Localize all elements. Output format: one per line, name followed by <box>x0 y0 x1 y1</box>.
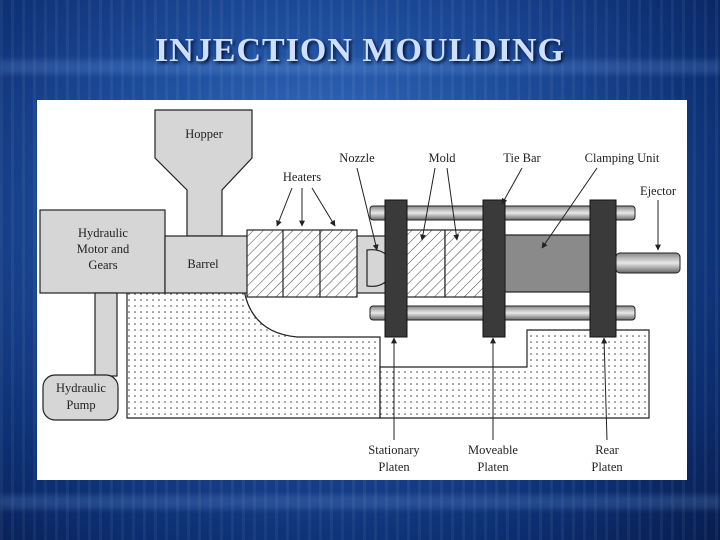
heaters <box>246 229 358 298</box>
hydraulic-pump <box>42 374 119 421</box>
rear-platen-label-line1: Rear <box>595 443 619 457</box>
hydraulic-motor-label-line3: Gears <box>88 258 117 272</box>
mold-moveable-half <box>444 229 484 298</box>
stationary-platen-label-line1: Stationary <box>368 443 420 457</box>
heater-arrow-3 <box>311 187 336 227</box>
injection-moulding-diagram: Hopper Hydraulic Motor and Gears Barrel … <box>39 109 681 474</box>
hydraulic-pump-label-line2: Pump <box>66 398 95 412</box>
barrel-label: Barrel <box>187 257 219 271</box>
moveable-platen-label-line2: Platen <box>477 460 509 474</box>
mold-label: Mold <box>428 151 456 165</box>
tie-bar-arrow <box>501 167 523 205</box>
hydraulic-motor-label-line2: Motor and <box>77 242 130 256</box>
motor-pump-connector <box>94 292 118 377</box>
moveable-platen-label-line1: Moveable <box>468 443 518 457</box>
diagram-panel: Hopper Hydraulic Motor and Gears Barrel … <box>37 100 687 480</box>
hopper-label: Hopper <box>185 127 223 141</box>
mold-stationary-half <box>406 229 446 298</box>
heaters-label: Heaters <box>283 170 321 184</box>
moveable-platen <box>482 199 506 338</box>
mold-arrow-2 <box>446 167 460 241</box>
background-streak <box>0 495 720 509</box>
rear-platen-label-line2: Platen <box>591 460 623 474</box>
nozzle-arrow <box>356 167 379 251</box>
heater-arrow-1 <box>276 187 293 227</box>
machine-base-rear <box>379 329 650 419</box>
tie-bar-label: Tie Bar <box>503 151 541 165</box>
mold-arrow-1 <box>420 167 436 241</box>
slide-title: INJECTION MOULDING <box>155 32 565 69</box>
stationary-platen-label-line2: Platen <box>378 460 410 474</box>
clamping-unit-arrow <box>541 167 598 249</box>
rear-platen <box>589 199 617 338</box>
hydraulic-pump-label-line1: Hydraulic <box>56 381 106 395</box>
clamping-unit-label: Clamping Unit <box>585 151 660 165</box>
ejector-rod <box>615 252 681 274</box>
nozzle-label: Nozzle <box>339 151 375 165</box>
leader-arrows <box>276 167 661 441</box>
stationary-platen <box>384 199 408 338</box>
clamping-unit <box>504 234 592 293</box>
rear-platen-arrow <box>601 337 608 441</box>
background-streak <box>0 60 720 74</box>
hydraulic-motor-label-line1: Hydraulic <box>78 226 128 240</box>
ejector-label: Ejector <box>640 184 677 198</box>
machine-base <box>122 289 381 419</box>
